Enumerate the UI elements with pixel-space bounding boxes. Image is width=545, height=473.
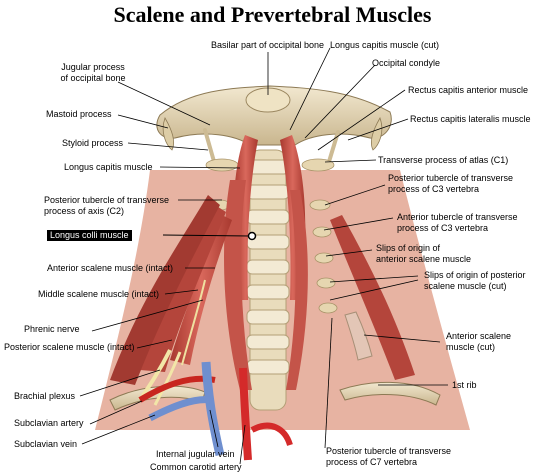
label-jugular-process-1: Jugular process	[61, 62, 125, 72]
label-rectus-capitis-lateralis: Rectus capitis lateralis muscle	[410, 114, 531, 124]
label-internal-jugular-vein: Internal jugular vein	[156, 449, 235, 459]
label-transverse-process-atlas: Transverse process of atlas (C1)	[378, 155, 509, 165]
label-anterior-scalene-cut-1: Anterior scalene	[446, 331, 512, 341]
mastoid-right	[371, 117, 383, 151]
label-anterior-tubercle-c3-2: process of C3 vertebra	[397, 223, 489, 233]
label-rectus-capitis-anterior: Rectus capitis anterior muscle	[408, 85, 529, 95]
longus-colli	[224, 180, 252, 390]
middle-scalene-right	[330, 215, 415, 380]
longus-colli-marker	[247, 231, 257, 241]
mastoid-left	[162, 117, 174, 151]
label-middle-scalene: Middle scalene muscle (intact)	[38, 289, 160, 299]
first-rib-right	[339, 381, 441, 406]
label-posterior-tubercle-axis-1: Posterior tubercle of transverse	[44, 195, 170, 205]
label-styloid-process: Styloid process	[62, 138, 124, 148]
styloid-left	[203, 128, 217, 167]
label-anterior-scalene-intact: Anterior scalene muscle (intact)	[47, 263, 174, 273]
posterior-scalene-left	[110, 195, 220, 385]
page-title: Scalene and Prevertebral Muscles	[113, 2, 432, 27]
label-posterior-scalene: Posterior scalene muscle (intact)	[4, 342, 135, 352]
subclavian-vein	[148, 396, 211, 422]
label-brachial-plexus: Brachial plexus	[14, 391, 76, 401]
vertebral-column	[246, 149, 290, 411]
label-posterior-tubercle-axis-2: process of axis (C2)	[44, 206, 125, 216]
anterior-scalene-right-cut	[344, 311, 373, 361]
common-carotid-artery	[239, 367, 252, 461]
leader-lines	[79, 47, 448, 465]
label-basilar-part: Basilar part of occipital bone	[210, 40, 325, 50]
label-anterior-scalene-cut-2: muscle (cut)	[446, 342, 496, 352]
phrenic-nerve	[181, 279, 206, 366]
label-slips-posterior-scalene-1: Slips of origin of posterior	[424, 270, 526, 280]
label-phrenic-nerve: Phrenic nerve	[24, 324, 80, 334]
label-mastoid-process: Mastoid process	[46, 109, 112, 119]
label-posterior-tubercle-c3-1: Posterior tubercle of transverse	[388, 173, 514, 183]
label-posterior-tubercle-c7-1: Posterior tubercle of transverse	[326, 446, 452, 456]
anterior-scalene-left	[170, 215, 232, 365]
label-slips-anterior-scalene-2: anterior scalene muscle	[376, 254, 472, 264]
label-anterior-tubercle-c3-1: Anterior tubercle of transverse	[397, 212, 518, 222]
label-common-carotid-artery: Common carotid artery	[150, 462, 242, 472]
label-slips-posterior-scalene-2: scalene muscle (cut)	[424, 281, 507, 291]
label-posterior-tubercle-c3-2: process of C3 vertebra	[388, 184, 480, 194]
label-jugular-process-2: of occipital bone	[60, 73, 126, 83]
label-longus-colli-highlighted: Longus colli muscle	[46, 229, 133, 242]
label-occipital-condyle: Occipital condyle	[372, 58, 441, 68]
label-subclavian-artery: Subclavian artery	[14, 418, 84, 428]
label-longus-capitis: Longus capitis muscle	[64, 162, 153, 172]
label-first-rib: 1st rib	[452, 380, 477, 390]
label-slips-anterior-scalene-1: Slips of origin of	[376, 243, 441, 253]
middle-scalene-left	[140, 205, 226, 372]
label-longus-capitis-cut: Longus capitis muscle (cut)	[330, 40, 440, 50]
label-posterior-tubercle-c7-2: process of C7 vertebra	[326, 457, 418, 467]
label-subclavian-vein: Subclavian vein	[14, 439, 78, 449]
